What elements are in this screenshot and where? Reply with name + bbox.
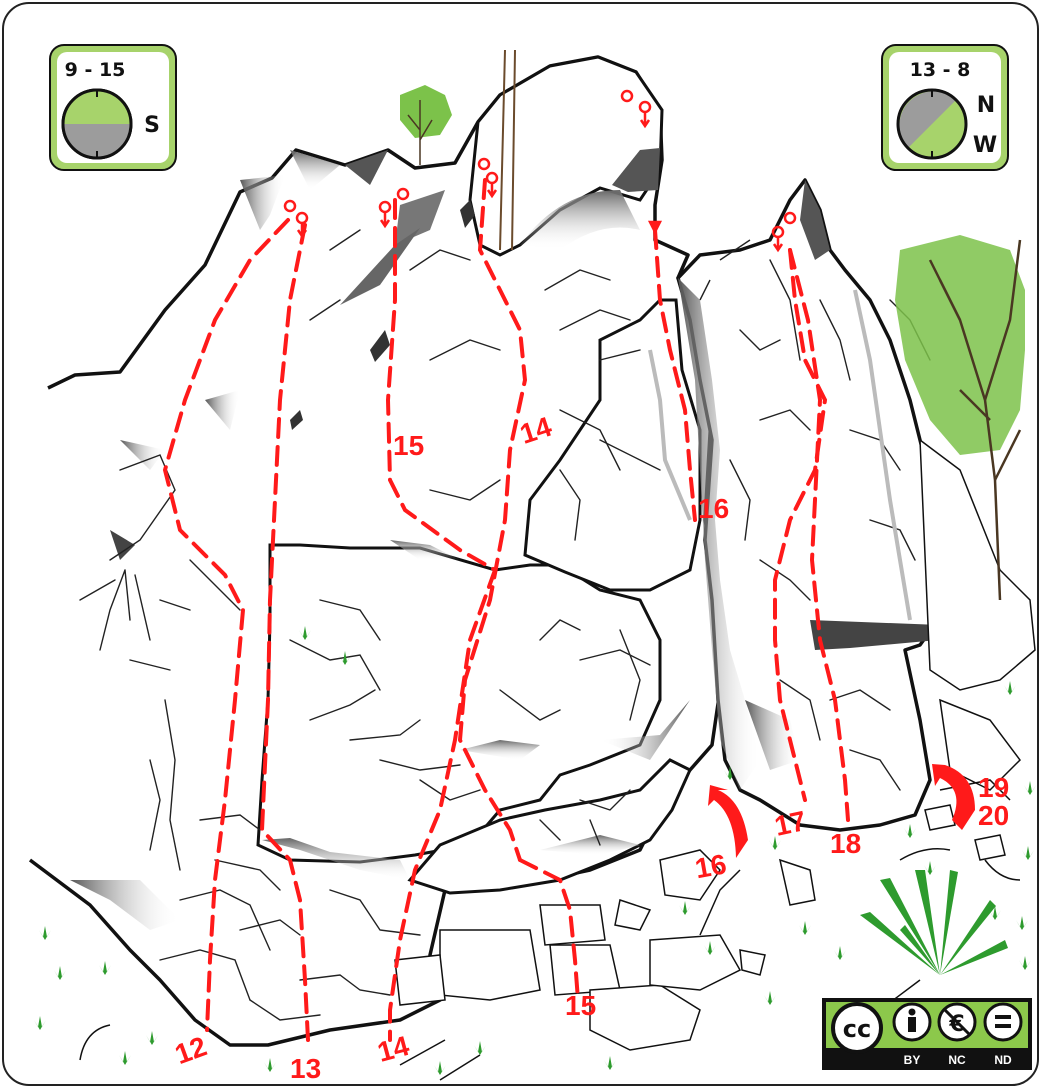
license-nc: NC [948,1053,966,1067]
compass-left-direction: S [144,113,160,138]
route-label-13: 13 [290,1053,321,1084]
noncommercial-icon: € [939,1004,975,1040]
route-label-17: 17 [772,805,809,842]
route-label-16-top: 16 [698,493,729,524]
compass-right-dir-bottom: W [973,133,997,158]
cc-logo-icon: cc [833,1004,881,1052]
compass-right: 13 - 8 N W [882,45,1008,170]
route-label-20: 20 [978,800,1009,831]
compass-left-range: 9 - 15 [65,59,126,81]
cc-logo-text: cc [843,1015,871,1043]
license-by: BY [904,1053,921,1067]
license-nd: ND [994,1053,1012,1067]
route-label-15-top: 15 [393,430,424,461]
route-label-18: 18 [830,828,861,859]
license-badge[interactable]: cc € BY NC ND [822,998,1032,1070]
attribution-icon [894,1004,930,1040]
compass-left: 9 - 15 S [50,45,176,170]
compass-right-dir-top: N [977,93,995,118]
compass-dial-icon [63,90,131,158]
route-label-15-bottom: 15 [565,990,596,1021]
compass-right-range: 13 - 8 [910,59,971,81]
route-label-19: 19 [978,772,1009,803]
compass-dial-icon [898,90,966,158]
noderivatives-icon [985,1004,1021,1040]
route-label-16-bottom: 16 [693,848,729,884]
